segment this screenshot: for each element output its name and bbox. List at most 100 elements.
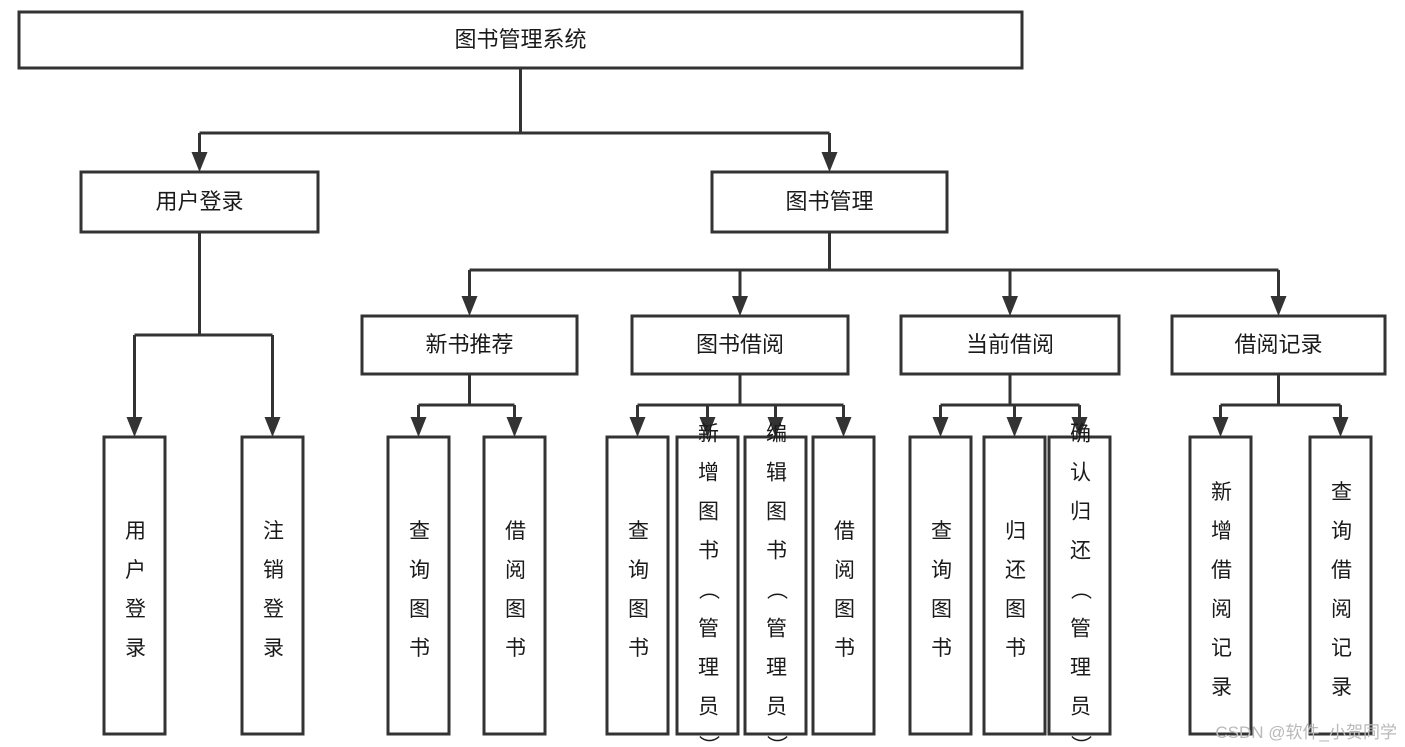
node-label-char: （ xyxy=(765,579,788,600)
node-box[interactable] xyxy=(630,314,850,376)
node-box[interactable] xyxy=(605,435,670,736)
node-level2-current-borrow[interactable]: 当前借阅 xyxy=(899,314,1121,376)
node-label-char: 户 xyxy=(125,559,146,582)
node-label-char: ） xyxy=(697,735,720,747)
node-box[interactable] xyxy=(982,435,1047,736)
node-box[interactable] xyxy=(240,435,305,736)
node-label-char: 管 xyxy=(698,617,719,640)
node-label-char: 归 xyxy=(1005,520,1026,543)
arrow-head xyxy=(1006,417,1023,437)
node-label-char: 查 xyxy=(409,520,430,543)
node-box[interactable] xyxy=(482,435,547,736)
node-label-char: 书 xyxy=(628,637,649,660)
node-box[interactable] xyxy=(811,435,876,736)
node-level2-book-borrow[interactable]: 图书借阅 xyxy=(630,314,850,376)
node-box[interactable] xyxy=(1308,435,1373,736)
arrow-head xyxy=(1270,296,1287,316)
node-level2-new-book-recommend[interactable]: 新书推荐 xyxy=(360,314,579,376)
node-label-char: 登 xyxy=(263,598,284,621)
node-label: 图书管理系统 xyxy=(454,27,586,52)
node-label-char: 询 xyxy=(409,559,430,582)
node-level1-book-management[interactable]: 图书管理 xyxy=(710,170,949,234)
node-label-char: 书 xyxy=(698,539,719,562)
node-box[interactable] xyxy=(1188,435,1253,736)
arrow-head xyxy=(732,296,748,316)
node-label-char: （ xyxy=(697,579,720,600)
node-label-char: 图 xyxy=(628,598,649,621)
node-label-char: 辑 xyxy=(766,461,787,484)
arrow-head xyxy=(126,417,143,437)
node-box[interactable] xyxy=(908,435,973,736)
node-label-char: 阅 xyxy=(505,559,526,582)
node-box[interactable] xyxy=(675,435,740,736)
node-label-char: 录 xyxy=(1211,676,1232,699)
arrow-head xyxy=(932,417,949,437)
node-box[interactable] xyxy=(360,314,579,376)
node-label-char: 员 xyxy=(1070,695,1091,718)
node-box[interactable] xyxy=(1170,314,1387,376)
node-label-char: 确 xyxy=(1070,422,1091,445)
node-label: 图书管理 xyxy=(785,189,873,214)
node-box[interactable] xyxy=(899,314,1121,376)
arrow-head xyxy=(699,417,716,437)
node-box[interactable] xyxy=(743,435,808,736)
node-level2-borrow-record[interactable]: 借阅记录 xyxy=(1170,314,1387,376)
node-label-char: 增 xyxy=(698,461,719,484)
node-leaf-leaf-user-login[interactable]: 用户登录 xyxy=(102,435,167,736)
node-label-char: 图 xyxy=(1005,598,1026,621)
node-label-char: 认 xyxy=(1070,461,1091,484)
node-box[interactable] xyxy=(1047,435,1112,736)
node-label-char: 图 xyxy=(505,598,526,621)
connector-layer xyxy=(126,68,1349,437)
arrow-head xyxy=(1332,417,1349,437)
node-label-char: 新 xyxy=(1211,481,1232,504)
node-label-char: 理 xyxy=(698,656,719,679)
arrow-head xyxy=(1212,417,1229,437)
node-box[interactable] xyxy=(102,435,167,736)
node-label-char: 销 xyxy=(263,559,284,582)
node-label-char: 书 xyxy=(505,637,526,660)
node-root-root[interactable]: 图书管理系统 xyxy=(17,10,1024,70)
arrow-head xyxy=(821,152,838,172)
node-box[interactable] xyxy=(17,10,1024,70)
node-label-char: 询 xyxy=(1331,520,1352,543)
node-label-char: 询 xyxy=(628,559,649,582)
node-label-char: 记 xyxy=(1211,637,1232,660)
node-box[interactable] xyxy=(79,170,320,234)
node-label-char: 图 xyxy=(834,598,855,621)
node-label-char: 书 xyxy=(409,637,430,660)
node-label-char: 图 xyxy=(766,500,787,523)
node-label-char: 还 xyxy=(1070,539,1091,562)
node-label-char: 借 xyxy=(1331,559,1352,582)
node-label-char: 图 xyxy=(698,500,719,523)
node-label-char: ） xyxy=(765,735,788,747)
node-label-char: 注 xyxy=(263,520,284,543)
node-box[interactable] xyxy=(710,170,949,234)
node-label-char: 员 xyxy=(698,695,719,718)
arrow-head xyxy=(191,152,208,172)
node-box[interactable] xyxy=(386,435,451,736)
node-label-char: 员 xyxy=(766,695,787,718)
arrow-head xyxy=(264,417,281,437)
arrow-head xyxy=(461,296,478,316)
arrow-head xyxy=(1071,417,1088,437)
node-label: 用户登录 xyxy=(155,189,243,214)
node-label-char: 管 xyxy=(766,617,787,640)
node-label-char: 书 xyxy=(1005,637,1026,660)
node-label-char: 新 xyxy=(698,422,719,445)
node-label-char: 管 xyxy=(1070,617,1091,640)
node-label-char: 阅 xyxy=(1331,598,1352,621)
node-level1-user-login[interactable]: 用户登录 xyxy=(79,170,320,234)
